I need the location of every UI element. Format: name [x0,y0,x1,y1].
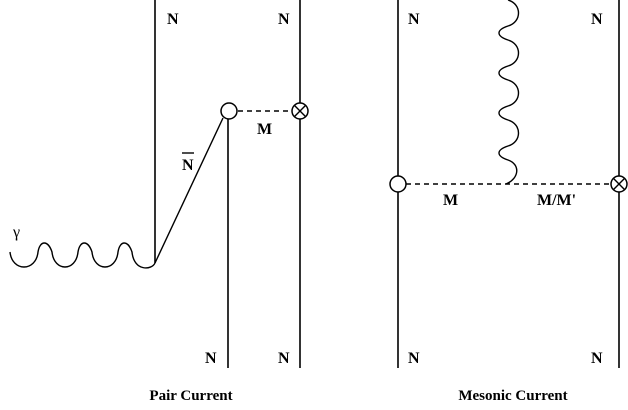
label-nucleon-mesonic-top-left: N [408,11,420,28]
label-meson: M [257,121,272,138]
label-nucleon-mesonic-bottom-right: N [591,350,603,367]
crossed-vertex-icon [291,102,309,120]
photon-line-vertical [498,0,520,185]
label-nucleon-mesonic-bottom-left: N [408,350,420,367]
mesonic-current-diagram: N N N N M M/M' [389,0,628,368]
antinucleon-line [154,117,224,264]
label-nucleon-bottom-right: N [278,350,290,367]
photon-line [9,242,156,269]
label-meson-pair: M/M' [537,192,576,209]
label-nucleon-top-left: N [167,11,179,28]
label-nucleon-bottom-left: N [205,350,217,367]
label-nucleon-mesonic-top-right: N [591,11,603,28]
pair-current-diagram: N N N N N M γ [9,0,309,368]
caption-pair-current: Pair Current [149,388,232,404]
label-antinucleon: N [182,152,194,174]
svg-text:N: N [182,157,194,174]
caption-mesonic-current: Mesonic Current [458,388,567,404]
vertex-circle [220,102,238,120]
label-photon: γ [12,224,20,241]
label-meson-mesonic: M [443,192,458,209]
crossed-vertex-icon-mesonic [610,175,628,193]
vertex-circle-mesonic [389,175,407,193]
label-nucleon-top-right: N [278,11,290,28]
